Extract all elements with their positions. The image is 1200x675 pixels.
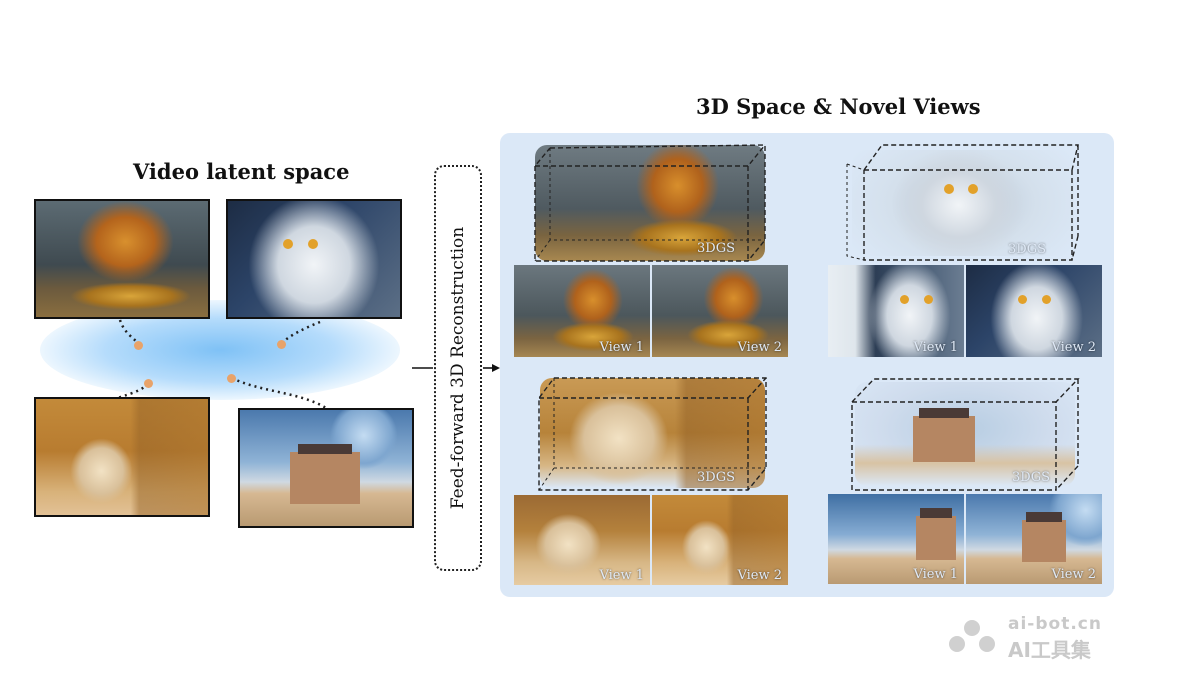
latent-point-2	[277, 340, 286, 349]
teddy-view-2: View 2	[652, 495, 788, 585]
watermark-site: ai-bot.cn	[1008, 614, 1102, 634]
latent-point-1	[134, 341, 143, 350]
troll-3dgs-volume	[535, 145, 765, 261]
troll-view-1: View 1	[514, 265, 650, 357]
castle-view-2: View 2	[966, 494, 1102, 584]
latent-image-castle	[238, 408, 414, 528]
latent-image-teddy	[34, 397, 210, 517]
teddy-view-2-label: View 2	[737, 568, 782, 583]
teddy-3dgs-volume	[540, 378, 765, 488]
troll-view-2-label: View 2	[737, 340, 782, 355]
feed-forward-box	[434, 165, 482, 571]
teddy-view-1: View 1	[514, 495, 650, 585]
watermark-name: AI工具集	[1008, 638, 1091, 662]
owl-view-2: View 2	[966, 265, 1102, 357]
troll-3dgs-label: 3DGS	[697, 241, 735, 256]
castle-view-1-label: View 1	[913, 567, 958, 582]
latent-image-owl	[226, 199, 402, 319]
castle-view-1: View 1	[828, 494, 964, 584]
castle-3dgs-box	[851, 378, 1080, 491]
owl-view-2-label: View 2	[1051, 340, 1096, 355]
castle-view-2-label: View 2	[1051, 567, 1096, 582]
feed-forward-label: Feed-forward 3D Reconstruction	[448, 226, 468, 510]
right-title: 3D Space & Novel Views	[696, 94, 981, 119]
teddy-3dgs-box	[538, 377, 767, 491]
troll-view-1-label: View 1	[599, 340, 644, 355]
castle-3dgs-volume	[855, 382, 1075, 486]
teddy-view-1-label: View 1	[599, 568, 644, 583]
owl-view-1: View 1	[828, 265, 964, 357]
troll-3dgs-box	[534, 144, 766, 262]
owl-3dgs-box	[846, 144, 1079, 261]
castle-3dgs-label: 3DGS	[1012, 470, 1050, 485]
latent-image-troll	[34, 199, 210, 319]
troll-view-2: View 2	[652, 265, 788, 357]
latent-point-3	[144, 379, 153, 388]
left-title: Video latent space	[133, 159, 350, 184]
owl-view-1-label: View 1	[913, 340, 958, 355]
owl-3dgs-volume	[852, 150, 1074, 256]
owl-3dgs-label: 3DGS	[1008, 242, 1046, 257]
latent-point-4	[227, 374, 236, 383]
teddy-3dgs-label: 3DGS	[697, 470, 735, 485]
watermark-logo-icon	[949, 620, 995, 652]
